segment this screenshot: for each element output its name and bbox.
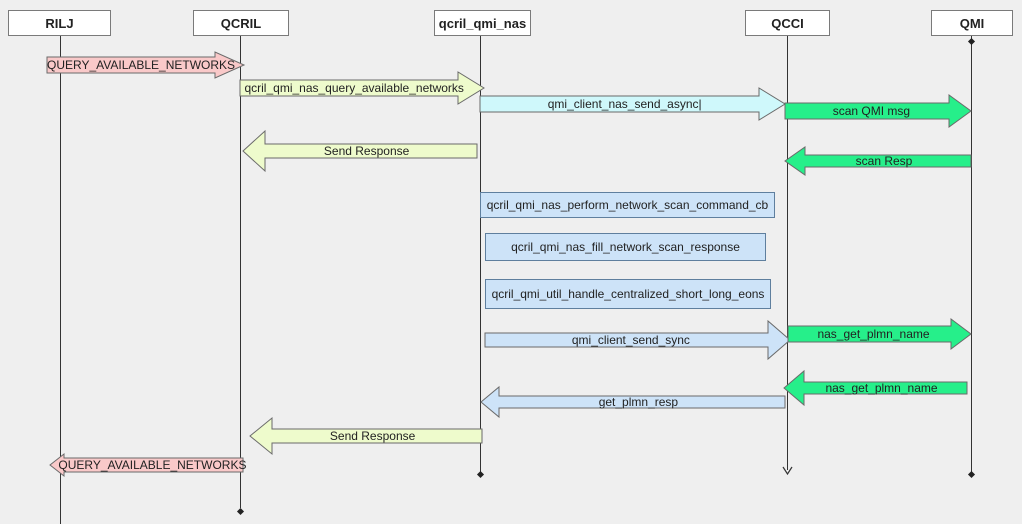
block-arrow-shape [479, 87, 786, 121]
lifeline-qcril-qmi-nas-end [476, 470, 485, 479]
message-send-response-final: Send Response [249, 416, 483, 456]
lifeline-qmi [971, 36, 972, 474]
block-arrow-shape [242, 129, 478, 173]
block-arrow-shape [249, 416, 483, 456]
message-query-available-networks-return: QUERY_AVAILABLE_NETWORKS [49, 452, 246, 478]
message-scan-qmi-msg: scan QMI msg [784, 94, 972, 128]
lifeline-qmi-end [967, 470, 976, 479]
participant-qcril-qmi-nas: qcril_qmi_nas [434, 10, 531, 36]
lifeline-qcril-qmi-nas [480, 36, 481, 472]
block-arrow-shape [46, 51, 246, 79]
message-qcril-qmi-nas-query-available-networks: qcril_qmi_nas_query_available_networks [239, 71, 485, 105]
message-scan-resp: scan Resp [784, 146, 972, 176]
message-get-plmn-resp: get_plmn_resp [480, 385, 786, 419]
block-arrow-shape [49, 452, 244, 478]
participant-qcril: QCRIL [193, 10, 289, 36]
message-query-available-networks: QUERY_AVAILABLE_NETWORKS [46, 51, 246, 79]
lifeline-qcci [787, 36, 788, 470]
lifeline-rilj [60, 36, 61, 524]
action-fill-network-scan-response: qcril_qmi_nas_fill_network_scan_response [485, 233, 766, 261]
message-nas-get-plmn-name: nas_get_plmn_name [787, 318, 972, 350]
action-handle-centralized-short-long-eons: qcril_qmi_util_handle_centralized_short_… [485, 279, 771, 309]
action-perform-network-scan-command-cb: qcril_qmi_nas_perform_network_scan_comma… [480, 192, 775, 218]
block-arrow-shape [480, 385, 786, 419]
lifeline-qcci-arrowhead [782, 466, 793, 475]
message-send-response: Send Response [242, 129, 478, 173]
lifeline-qcril-end [236, 507, 245, 516]
block-arrow-shape [239, 71, 485, 105]
lifeline-qcril [240, 36, 241, 508]
message-nas-get-plmn-name-return: nas_get_plmn_name [783, 369, 968, 407]
participant-qcci: QCCI [745, 10, 830, 36]
block-arrow-shape [787, 318, 972, 350]
block-arrow-shape [484, 319, 791, 361]
participant-rilj: RILJ [8, 10, 111, 36]
message-qmi-client-send-sync: qmi_client_send_sync [484, 319, 791, 361]
block-arrow-shape [784, 146, 972, 176]
lifeline-qmi-start [967, 37, 976, 46]
message-qmi-client-nas-send-async: qmi_client_nas_send_async| [479, 87, 786, 121]
participant-qmi: QMI [931, 10, 1013, 36]
block-arrow-shape [783, 369, 968, 407]
block-arrow-shape [784, 94, 972, 128]
